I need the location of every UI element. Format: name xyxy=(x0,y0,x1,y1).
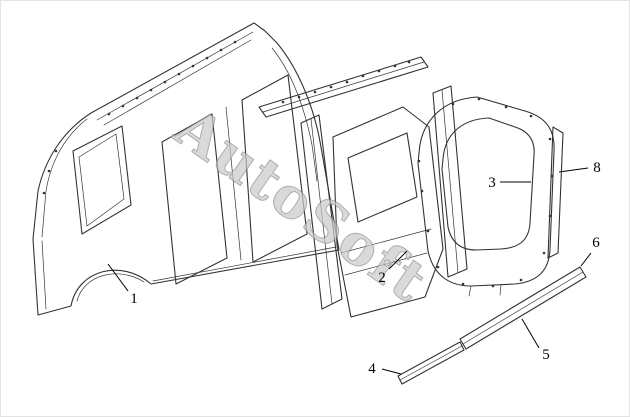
rear-door-opening xyxy=(161,113,228,285)
door-inner-detail-line-1 xyxy=(340,228,432,254)
callout-2-label: 2 xyxy=(378,270,386,286)
callout-2-leader xyxy=(388,250,408,270)
rocker-line xyxy=(152,246,337,282)
callout-6-leader xyxy=(580,252,592,267)
quarter-aperture-inner-opening xyxy=(441,117,535,251)
quarter-aperture-panel xyxy=(417,96,555,297)
body-side-outer-panel xyxy=(32,22,340,316)
door-inner-panel xyxy=(332,106,444,318)
rear-edge-inner-line xyxy=(41,240,47,310)
callout-5-leader xyxy=(521,318,540,349)
callouts: 1 2 3 4 5 6 8 xyxy=(107,160,601,377)
hinge-pillar-inner xyxy=(300,114,343,310)
hinge-pillar-outline xyxy=(300,114,343,310)
quarter-aperture-tab-2 xyxy=(499,284,502,296)
b-pillar-line xyxy=(225,106,242,261)
sill-molding-long-outline xyxy=(459,266,587,350)
callout-4-label: 4 xyxy=(368,361,376,377)
hinge-pillar-crease xyxy=(310,118,333,305)
inner-roof-rail-outline xyxy=(258,56,429,118)
body-silhouette-path xyxy=(32,22,340,316)
roof-rail-line-2 xyxy=(103,39,252,126)
roofline-weld-dots xyxy=(42,40,237,195)
wheel-arch-inner-line xyxy=(76,273,145,302)
quarter-aperture-tab-1 xyxy=(468,285,472,297)
quarter-aperture-outer xyxy=(417,96,555,287)
quarter-window-inner-frame xyxy=(78,133,125,227)
callout-1-label: 1 xyxy=(130,291,138,307)
callout-6-label: 6 xyxy=(592,235,600,251)
callout-3-label: 3 xyxy=(488,175,496,191)
callout-4-leader xyxy=(381,368,402,375)
sill-molding-short-crease xyxy=(399,345,463,381)
rear-pillar-inner-strip xyxy=(432,85,468,278)
sill-molding-long-crease xyxy=(462,271,584,345)
callout-8-leader xyxy=(558,167,589,173)
a-pillar-inner-line xyxy=(271,47,318,182)
rear-pillar-strip-outline xyxy=(432,85,468,278)
callout-8-label: 8 xyxy=(593,160,601,176)
front-door-opening xyxy=(241,74,308,263)
sill-molding-short-outline xyxy=(397,341,465,385)
door-inner-detail-line-2 xyxy=(344,252,428,276)
quarter-window-opening xyxy=(72,125,132,235)
rear-pillar-strip-crease xyxy=(441,89,459,274)
roof-rail-line xyxy=(96,31,254,121)
door-inner-outline xyxy=(332,106,444,318)
door-inner-hole xyxy=(383,259,391,267)
rear-pillar-inner-line xyxy=(41,118,88,238)
inner-roof-rail-crease xyxy=(262,61,425,113)
inner-roof-rail xyxy=(258,56,429,118)
callout-1-leader xyxy=(107,263,129,292)
quarter-flange-strip xyxy=(547,126,564,259)
quarter-flange-outline xyxy=(547,126,564,259)
sill-molding-long xyxy=(459,266,587,350)
sill-molding-short xyxy=(397,341,465,385)
callout-5-label: 5 xyxy=(542,347,550,363)
door-inner-window-opening xyxy=(347,132,418,223)
